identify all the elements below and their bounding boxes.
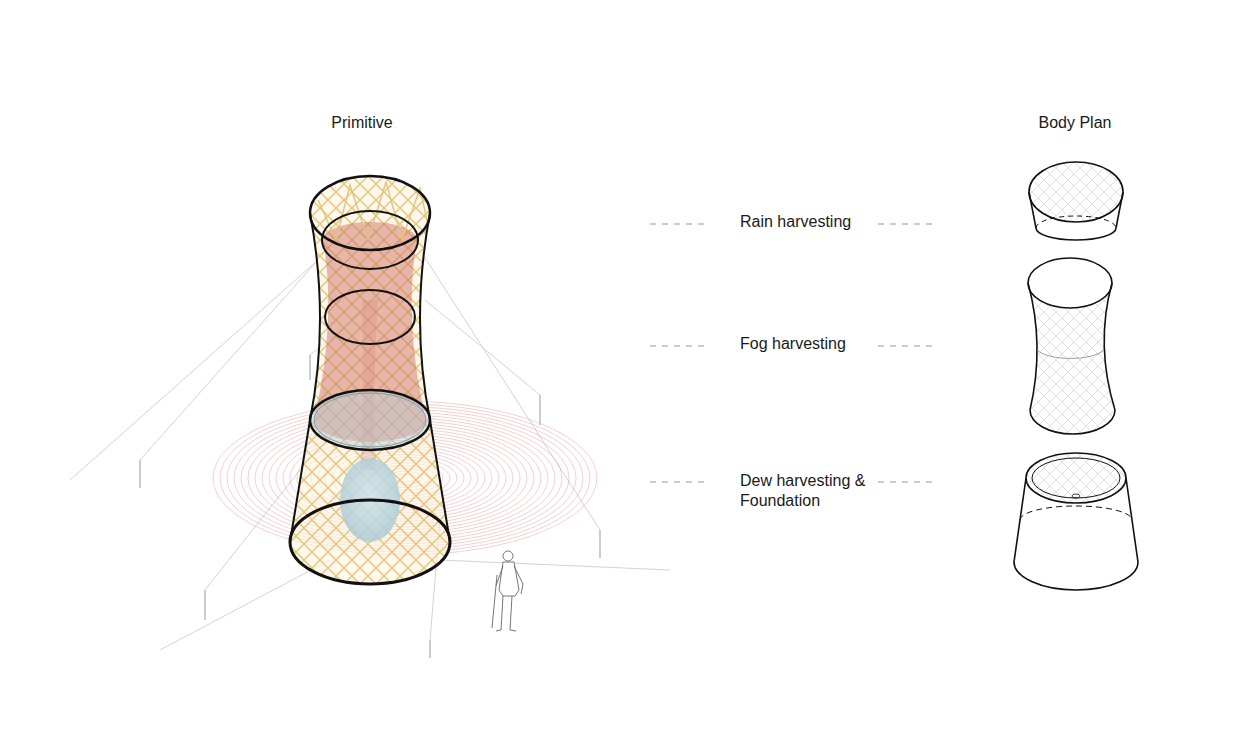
drawing-path: [499, 562, 519, 596]
body-plan-dew: [1014, 453, 1138, 590]
drawing-ellipse: [1032, 458, 1120, 498]
drawing-ellipse: [322, 211, 418, 269]
drawing-path: [420, 213, 450, 542]
drawing-ellipse: [290, 500, 450, 584]
drawing-ellipse: [310, 390, 430, 450]
drawing-ellipse: [1072, 494, 1080, 498]
drawing-line: [429, 640, 430, 658]
drawing-line: [650, 224, 710, 225]
drawing-line: [70, 260, 318, 480]
drawing-line: [539, 395, 540, 425]
drawing-path: [1029, 192, 1123, 240]
drawing-circle: [503, 551, 513, 561]
drawing-line: [425, 300, 540, 395]
drawing-line: [204, 590, 205, 620]
body-plan-rain: [1029, 162, 1123, 240]
drawing-path: [1036, 216, 1116, 228]
drawing-line: [650, 346, 710, 347]
drawing-ellipse: [1026, 453, 1126, 503]
drawing-path: [1037, 350, 1104, 359]
column-heading: Body Plan: [1015, 113, 1135, 133]
drawing-line: [650, 482, 710, 483]
drawing-line: [140, 260, 318, 460]
drawing-line: [139, 460, 140, 488]
drawing-line: [309, 355, 310, 380]
drawing-ellipse: [310, 176, 430, 250]
column-heading: Primitive: [302, 113, 422, 133]
drawing-path: [496, 566, 523, 594]
drawing-path: [1028, 283, 1037, 410]
drawing-rect: [280, 170, 460, 590]
drawing-ellipse: [325, 290, 415, 344]
person-sketch: [492, 551, 523, 631]
guy-lines: [70, 250, 670, 658]
layer-label: Rain harvesting: [740, 212, 870, 232]
drawing-line: [440, 560, 670, 570]
tower-primitive: [280, 170, 460, 590]
drawing-line: [878, 346, 938, 347]
drawing-path: [1020, 506, 1132, 520]
drawing-path: [492, 575, 516, 631]
drawing-line: [599, 530, 600, 558]
drawing-path: [1104, 283, 1115, 410]
drawing-ellipse: [1029, 162, 1123, 222]
drawing-path: [290, 213, 320, 542]
drawing-ellipse: [314, 393, 426, 447]
drawing-line: [878, 482, 938, 483]
leader-dashes: [650, 224, 938, 482]
drawing-path: [1014, 478, 1138, 590]
layer-label: Fog harvesting: [740, 334, 870, 354]
layer-label: Dew harvesting & Foundation: [740, 471, 866, 511]
drawing-line: [878, 224, 938, 225]
drawing-path: [1030, 410, 1115, 434]
drawing-line: [160, 560, 330, 650]
drawing-ellipse: [1028, 258, 1112, 308]
body-plan-fog: [1028, 258, 1115, 434]
